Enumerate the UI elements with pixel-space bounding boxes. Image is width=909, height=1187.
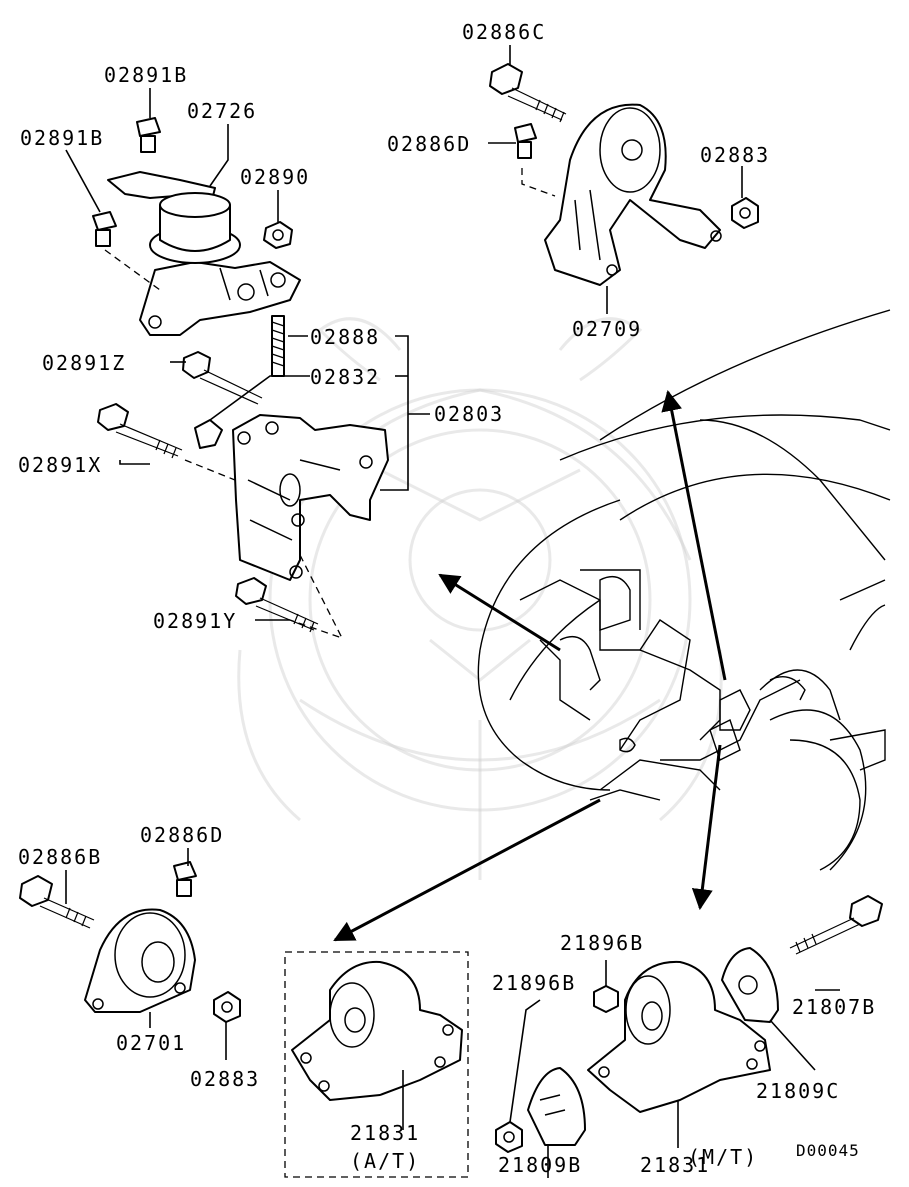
bolt-02891B-top — [136, 117, 161, 153]
bolt-02886B — [19, 875, 95, 929]
label-02891B-left: 02891B — [20, 126, 104, 150]
stud-02888 — [271, 315, 285, 377]
label-02701: 02701 — [116, 1031, 186, 1055]
label-02832: 02832 — [310, 365, 380, 389]
label-02886B: 02886B — [18, 845, 102, 869]
engine-mount-02709 — [544, 103, 722, 286]
nut-21896B-bottom — [495, 1121, 523, 1153]
watermark-emblem — [237, 317, 723, 880]
bolt-02891B-left — [92, 211, 117, 247]
nut-02883-top — [731, 197, 759, 229]
label-02886D-bottom: 02886D — [140, 823, 224, 847]
label-02886D-top: 02886D — [387, 132, 471, 156]
bolt-02886D-top — [514, 123, 537, 159]
label-21807B: 21807B — [792, 995, 876, 1019]
bolt-02886D-bottom — [173, 861, 197, 897]
label-02883-top: 02883 — [700, 143, 770, 167]
label-02891Y: 02891Y — [153, 609, 237, 633]
label-02888: 02888 — [310, 325, 380, 349]
vehicle-outline — [477, 309, 891, 871]
bolt-02891Y — [235, 577, 319, 633]
mount-21831-at — [291, 960, 463, 1101]
bolt-02891Z — [182, 351, 263, 405]
label-21831-mt: 21831 — [640, 1153, 710, 1177]
label-02709: 02709 — [572, 317, 642, 341]
label-21831-at: 21831 — [350, 1121, 420, 1145]
label-02890: 02890 — [240, 165, 310, 189]
plate-21809C — [721, 947, 779, 1023]
part-labels: 02886C 02891B 02726 02891B 02890 02886D … — [18, 20, 876, 1177]
label-21809C: 21809C — [756, 1079, 840, 1103]
label-02891B-top: 02891B — [104, 63, 188, 87]
label-02891Z: 02891Z — [42, 351, 126, 375]
diagram-code: D00045 — [796, 1141, 860, 1160]
bolt-21807B — [789, 895, 883, 955]
label-02803: 02803 — [434, 402, 504, 426]
leader-lines — [65, 45, 840, 1178]
engine-mount-02701 — [84, 908, 196, 1013]
label-mt-note: (M/T) — [688, 1145, 758, 1169]
engine-mount-02726 — [107, 171, 301, 336]
nut-21896B-top — [593, 985, 619, 1013]
label-02891X: 02891X — [18, 453, 102, 477]
label-21896B-top: 21896B — [560, 931, 644, 955]
label-21809B: 21809B — [498, 1153, 582, 1177]
label-at-note: (A/T) — [350, 1149, 420, 1173]
label-02886C: 02886C — [462, 20, 546, 44]
nut-02890 — [263, 221, 293, 249]
label-21896B-bottom: 21896B — [492, 971, 576, 995]
label-02726: 02726 — [187, 99, 257, 123]
label-02883-bottom: 02883 — [190, 1067, 260, 1091]
bolt-02891X — [97, 403, 183, 459]
clip-02832 — [194, 419, 223, 449]
bracket-02803 — [232, 414, 389, 581]
bolt-02886C — [489, 63, 567, 123]
mount-21831-mt — [587, 960, 771, 1113]
callout-arrows — [333, 389, 727, 942]
nut-02883-bottom — [213, 991, 241, 1023]
plate-21809B — [527, 1067, 586, 1146]
